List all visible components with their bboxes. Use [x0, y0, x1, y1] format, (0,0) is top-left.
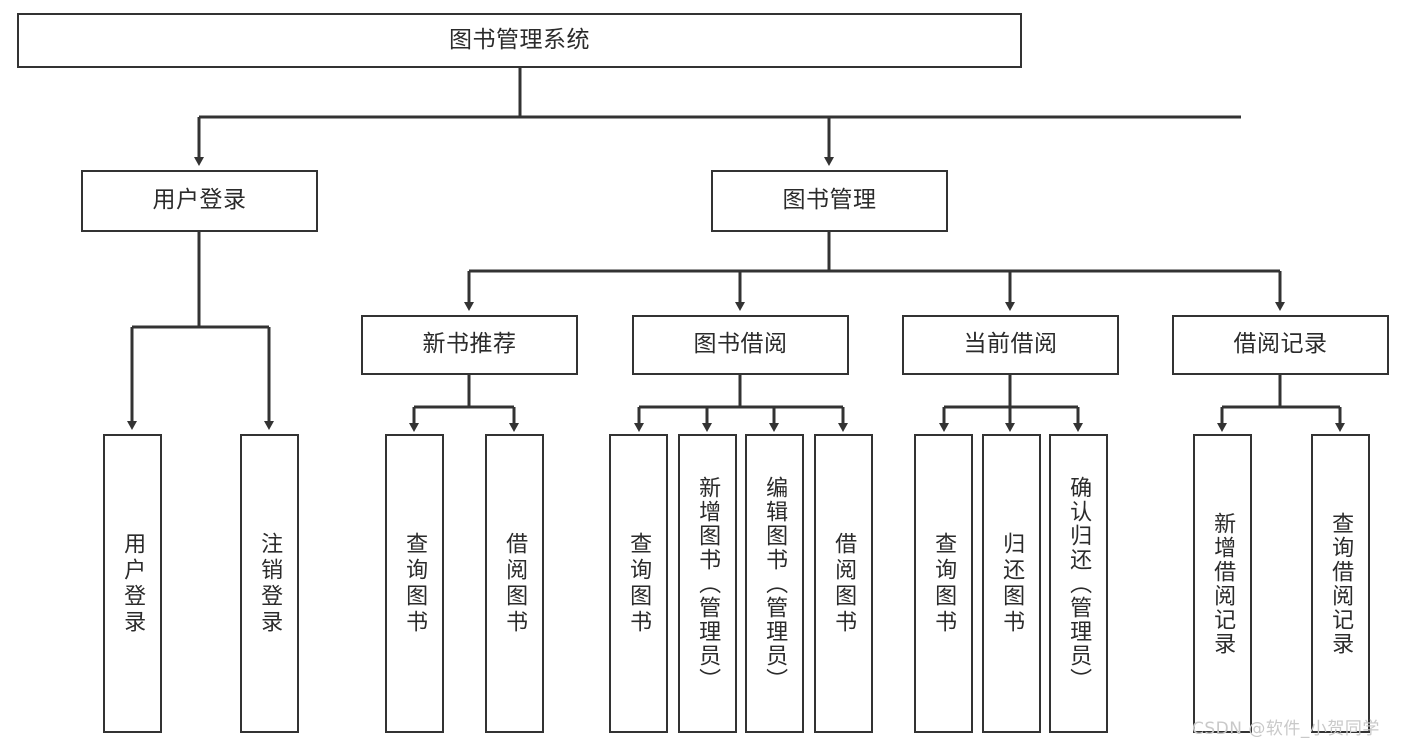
leaf-borrow-record-query[interactable]: 查询借阅记录 [1311, 434, 1370, 733]
leaf-book-borrow-borrow[interactable]: 借阅图书 [814, 434, 873, 733]
node-label: 借阅图书 [831, 531, 857, 636]
node-book-borrow[interactable]: 图书借阅 [632, 315, 849, 375]
node-label: 查询图书 [626, 531, 652, 636]
node-label: 编辑图书（管理员） [762, 475, 788, 692]
leaf-book-borrow-add[interactable]: 新增图书（管理员） [678, 434, 737, 733]
node-label: 新书推荐 [422, 331, 517, 358]
node-label: 注销登录 [257, 531, 283, 636]
leaf-current-borrow-query[interactable]: 查询图书 [914, 434, 973, 733]
node-user-login[interactable]: 用户登录 [81, 170, 318, 232]
leaf-current-borrow-return[interactable]: 归还图书 [982, 434, 1041, 733]
csdn-watermark: CSDN @软件_小贺同学 [1192, 719, 1380, 739]
leaf-user-login-login[interactable]: 用户登录 [103, 434, 162, 733]
node-new-book-recommend[interactable]: 新书推荐 [361, 315, 578, 375]
node-root-system[interactable]: 图书管理系统 [17, 13, 1022, 68]
node-label: 新增借阅记录 [1210, 511, 1236, 656]
node-label: 查询图书 [402, 531, 428, 636]
node-label: 查询借阅记录 [1328, 511, 1354, 656]
leaf-current-borrow-confirm-return[interactable]: 确认归还（管理员） [1049, 434, 1108, 733]
leaf-book-borrow-query[interactable]: 查询图书 [609, 434, 668, 733]
leaf-new-book-query[interactable]: 查询图书 [385, 434, 444, 733]
node-label: 用户登录 [120, 531, 146, 636]
node-book-management[interactable]: 图书管理 [711, 170, 948, 232]
node-label: 查询图书 [931, 531, 957, 636]
node-label: 图书管理 [782, 187, 877, 214]
leaf-borrow-record-add[interactable]: 新增借阅记录 [1193, 434, 1252, 733]
node-label: 借阅图书 [502, 531, 528, 636]
leaf-book-borrow-edit[interactable]: 编辑图书（管理员） [745, 434, 804, 733]
node-label: 借阅记录 [1233, 331, 1328, 358]
node-label: 图书借阅 [693, 331, 788, 358]
node-label: 归还图书 [999, 531, 1025, 636]
node-label: 用户登录 [152, 187, 247, 214]
node-label: 确认归还（管理员） [1066, 475, 1092, 692]
node-current-borrow[interactable]: 当前借阅 [902, 315, 1119, 375]
node-label: 当前借阅 [963, 331, 1058, 358]
leaf-new-book-borrow[interactable]: 借阅图书 [485, 434, 544, 733]
node-borrow-record[interactable]: 借阅记录 [1172, 315, 1389, 375]
node-label: 新增图书（管理员） [695, 475, 721, 692]
leaf-user-login-logout[interactable]: 注销登录 [240, 434, 299, 733]
node-label: 图书管理系统 [449, 26, 590, 53]
